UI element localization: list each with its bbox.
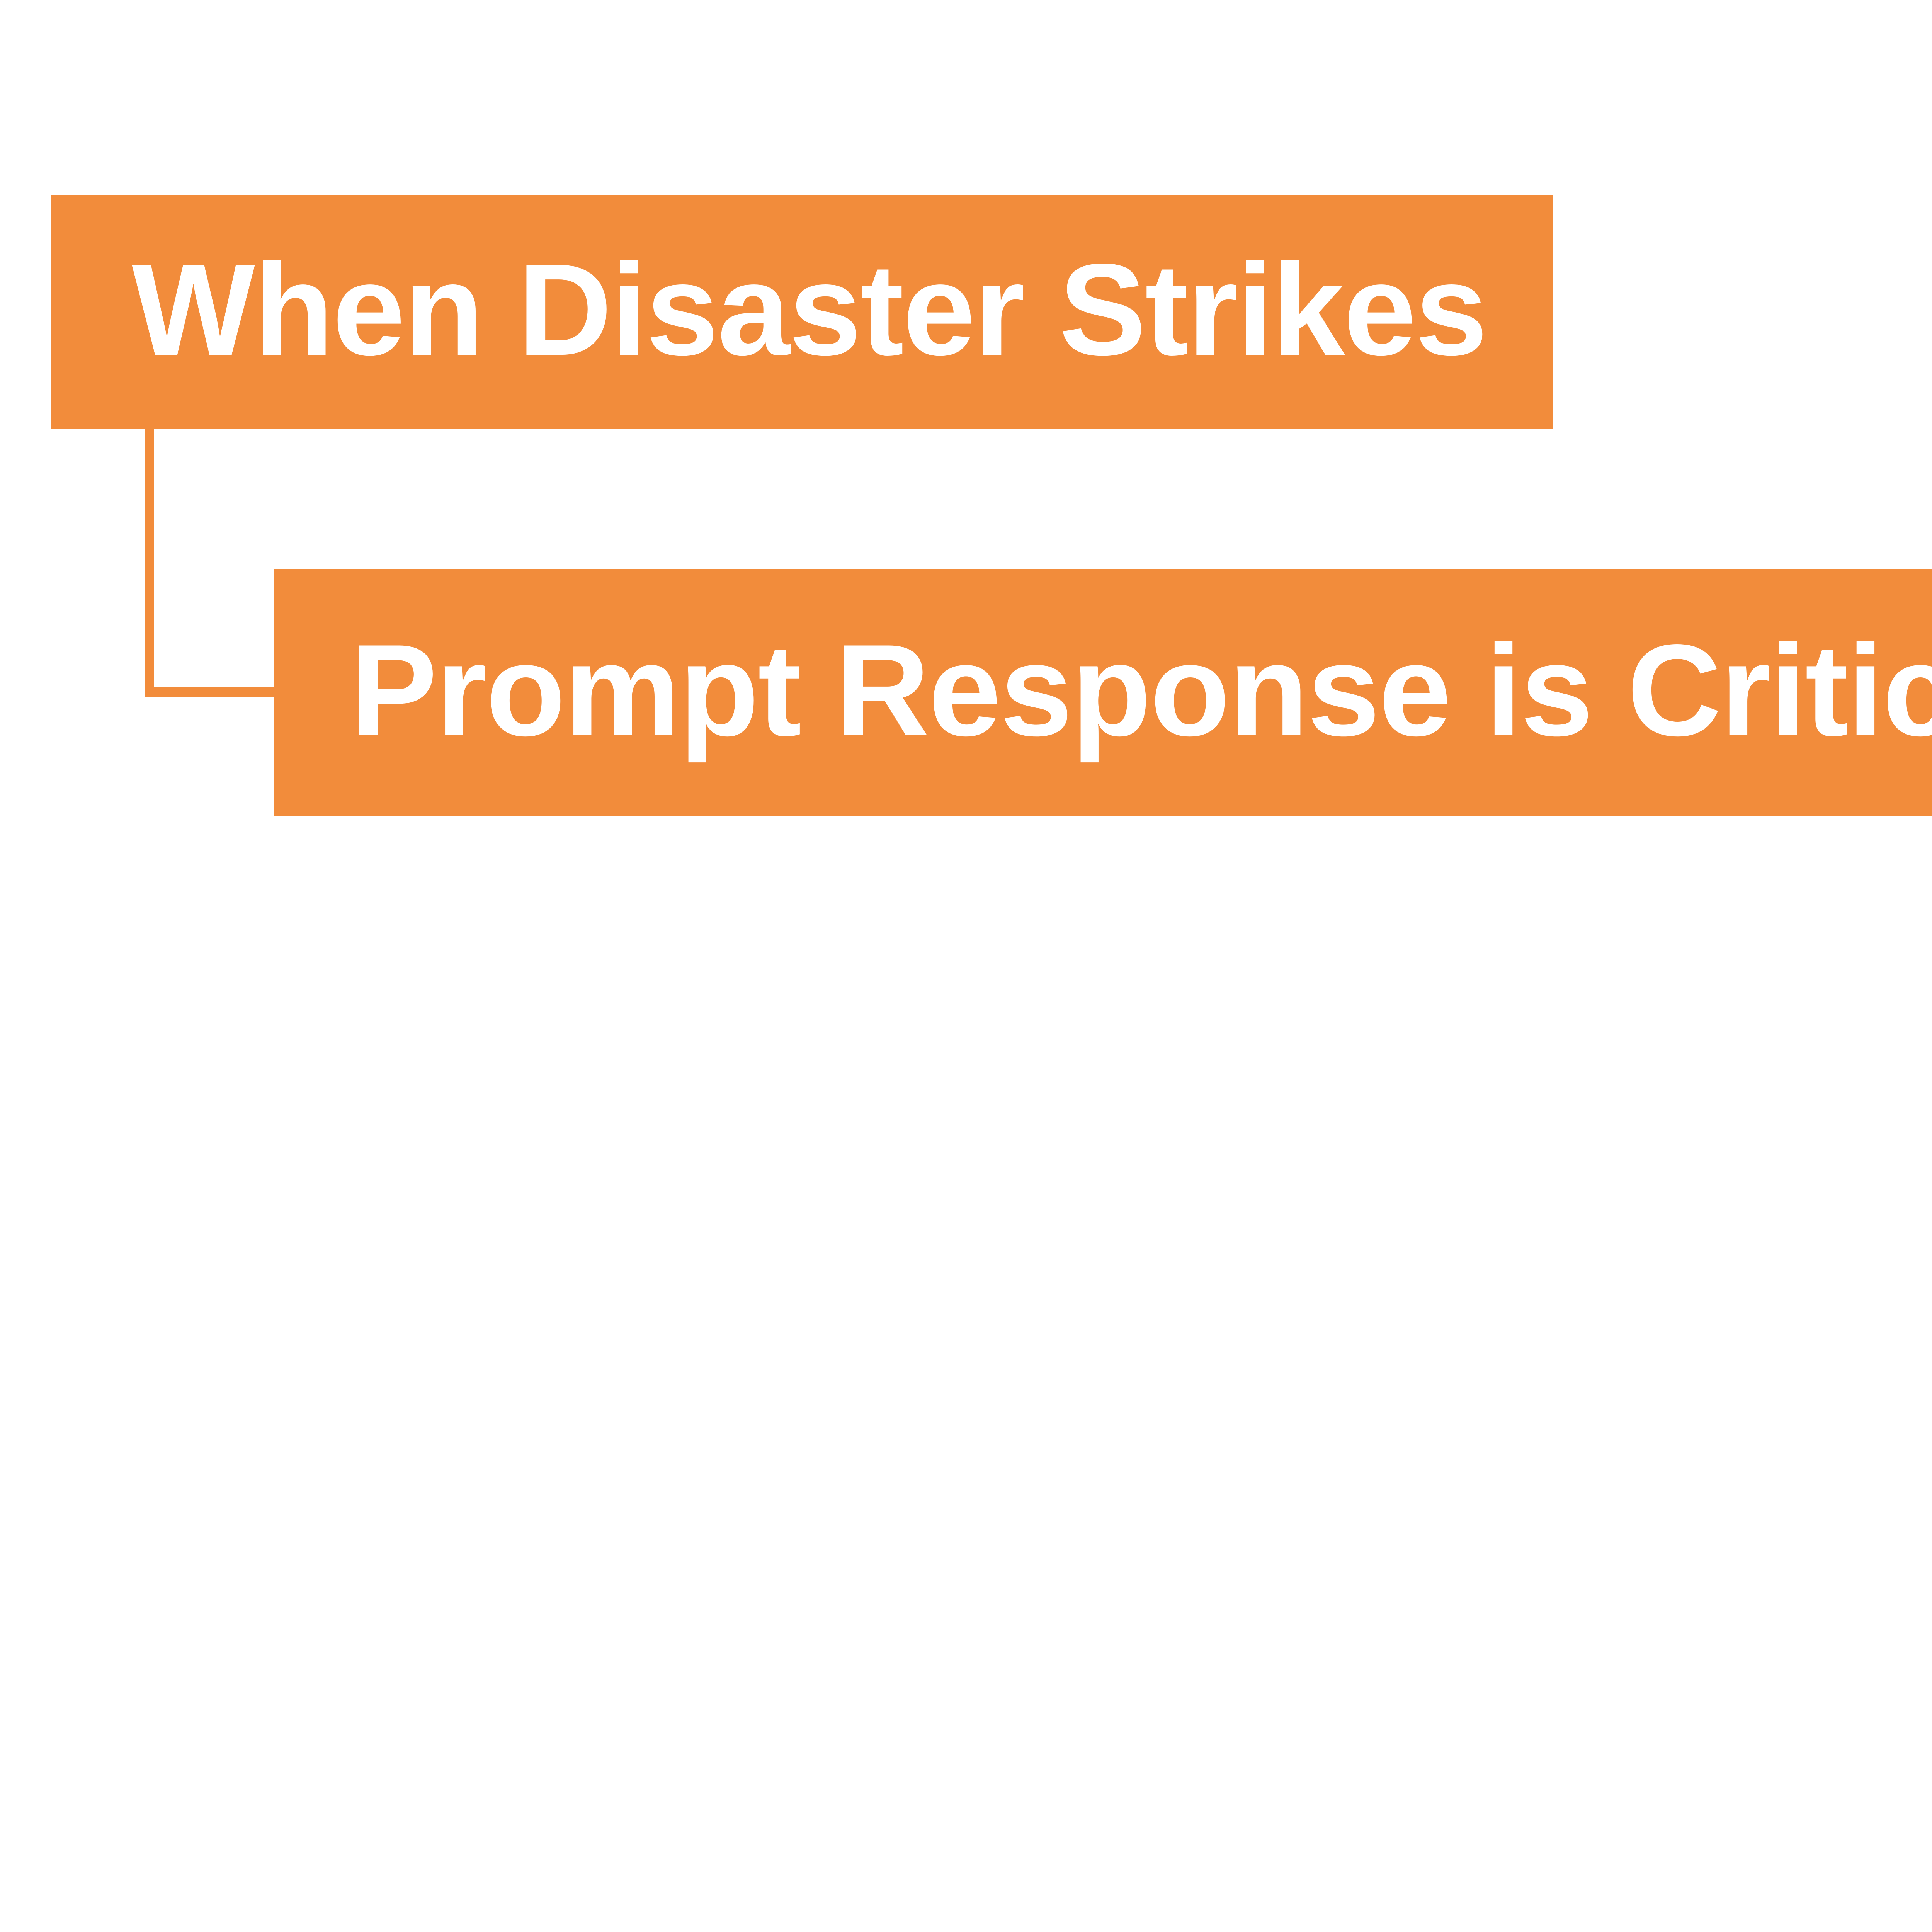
headline-banner: When Disaster Strikes — [51, 195, 1553, 429]
subheadline-banner: Prompt Response is Critical — [274, 569, 1932, 816]
elbow-connector-horizontal-segment — [145, 687, 274, 697]
elbow-connector-vertical-segment — [145, 429, 154, 697]
headline-text: When Disaster Strikes — [132, 236, 1488, 383]
subheadline-text: Prompt Response is Critical — [350, 617, 1932, 763]
